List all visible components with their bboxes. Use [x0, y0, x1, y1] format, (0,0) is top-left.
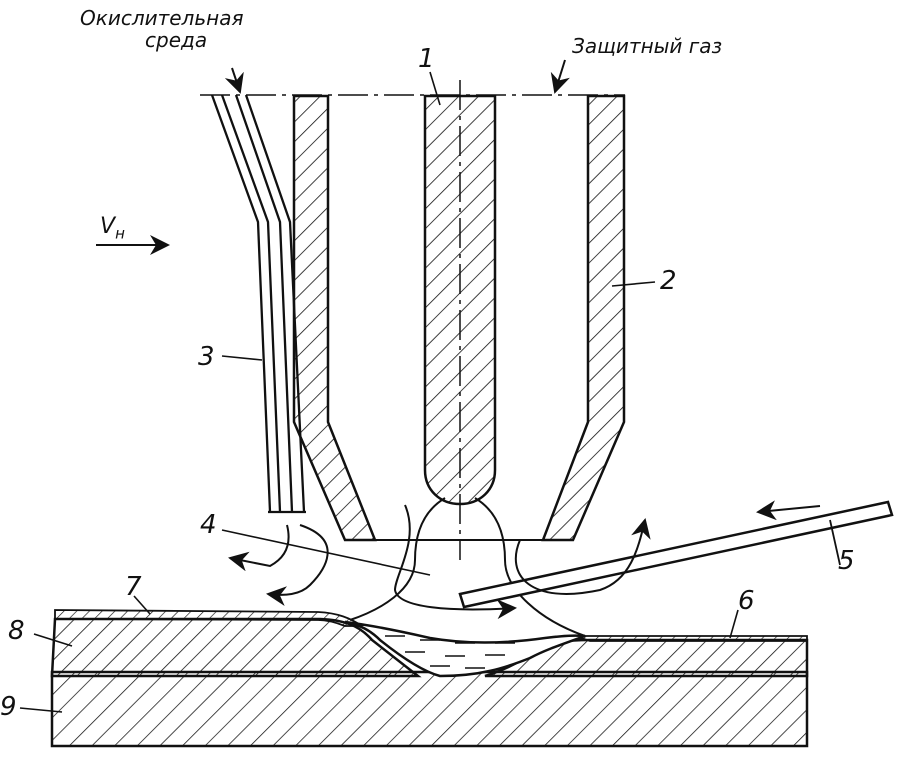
oxidizer-tube	[210, 94, 306, 514]
base-metal	[50, 670, 809, 748]
filler-rod	[458, 500, 894, 609]
velocity-subscript: н	[115, 224, 125, 243]
weld-pool	[344, 620, 586, 678]
label-filler-rod: 5	[838, 546, 855, 576]
label-electrode: 1	[418, 44, 435, 74]
gas-nozzle	[292, 94, 626, 542]
oxidizing-env-label: Окислительная среда	[80, 8, 244, 50]
label-base-metal: 9	[0, 692, 17, 722]
label-coating-left: 7	[125, 572, 142, 602]
label-arc: 4	[200, 510, 217, 540]
oxidizing-env-line2: среда	[145, 28, 208, 52]
label-oxidizer-tube: 3	[198, 342, 215, 372]
oxidizing-env-line1: Окислительная	[80, 6, 244, 30]
oxide-coating	[54, 609, 808, 642]
velocity-symbol: V	[100, 214, 116, 239]
centerlines	[200, 80, 625, 560]
label-coating-right: 6	[738, 586, 755, 616]
arc-envelope	[349, 497, 586, 637]
velocity-label: Vн	[100, 216, 125, 241]
leader-lines	[19, 71, 739, 713]
shield-gas-label: Защитный газ	[572, 34, 723, 58]
label-nozzle: 2	[660, 266, 677, 296]
flow-arrows	[96, 59, 821, 620]
label-clad-layer: 8	[8, 616, 25, 646]
